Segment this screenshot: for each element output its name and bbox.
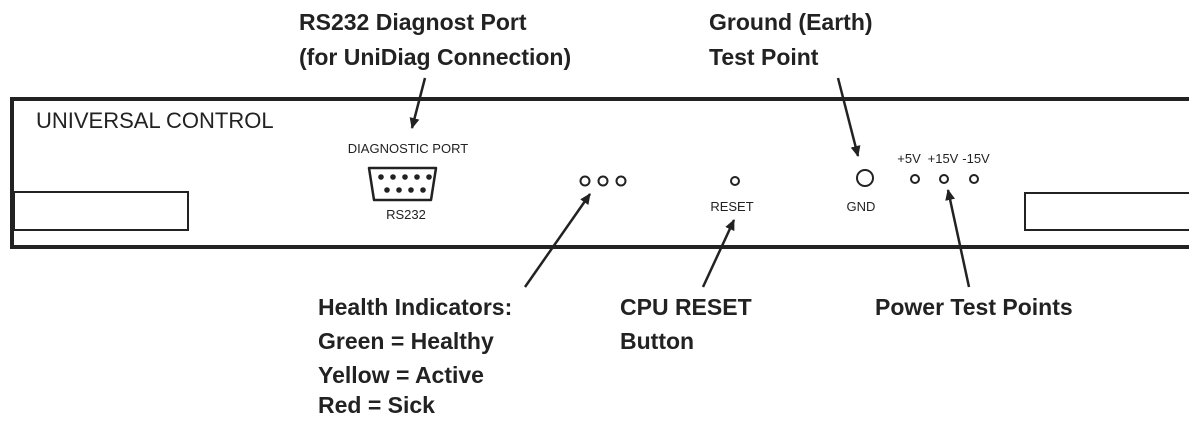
power-test-points [910, 174, 979, 184]
power-test-point-5v [910, 174, 920, 184]
right-slot [1024, 192, 1189, 231]
reset-arrow [701, 219, 736, 288]
health-indicator-leds [579, 175, 627, 187]
left-slot [13, 191, 189, 231]
power-label-5v: +5V [897, 151, 921, 166]
rs232-arrow [409, 77, 427, 129]
cpu-reset-callout: CPU RESET Button [620, 294, 758, 354]
reset-button[interactable] [730, 176, 740, 186]
power-label-neg15v: -15V [962, 151, 990, 166]
health-arrow [523, 193, 592, 288]
power-test-point-neg15v [969, 174, 979, 184]
rs232-label: RS232 [386, 207, 426, 222]
power-label-15v: +15V [928, 151, 959, 166]
power-arrow [945, 189, 971, 288]
health-led-yellow [597, 175, 609, 187]
rs232-callout: RS232 Diagnost Port (for UniDiag Connect… [299, 9, 571, 70]
rs232-connector[interactable] [367, 166, 438, 202]
diagnostic-port-label: DIAGNOSTIC PORT [348, 141, 468, 156]
health-led-green [579, 175, 591, 187]
panel-title: UNIVERSAL CONTROL [36, 108, 274, 133]
gnd-test-point[interactable] [856, 169, 874, 187]
health-callout: Health Indicators: Green = Healthy Yello… [318, 294, 519, 417]
ground-arrow [836, 77, 861, 157]
reset-label: RESET [710, 199, 753, 214]
gnd-label: GND [847, 199, 876, 214]
power-test-point-15v [939, 174, 949, 184]
health-led-red [615, 175, 627, 187]
rs232-pins [378, 174, 432, 193]
panel-outline [10, 97, 1189, 249]
power-callout: Power Test Points [875, 294, 1073, 320]
ground-callout: Ground (Earth) Test Point [709, 9, 879, 70]
